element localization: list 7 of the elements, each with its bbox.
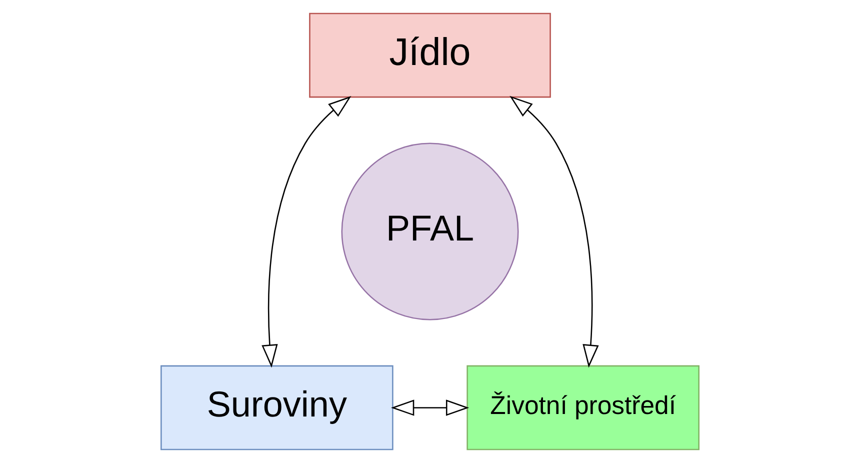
node-circle: PFAL bbox=[340, 142, 518, 320]
node-box: Životní prostředí bbox=[466, 365, 699, 450]
node-box: Jídlo bbox=[308, 12, 550, 98]
node-box: Suroviny bbox=[160, 365, 393, 450]
arrow bbox=[261, 96, 351, 368]
arrow bbox=[509, 96, 598, 368]
arrow bbox=[390, 400, 469, 416]
